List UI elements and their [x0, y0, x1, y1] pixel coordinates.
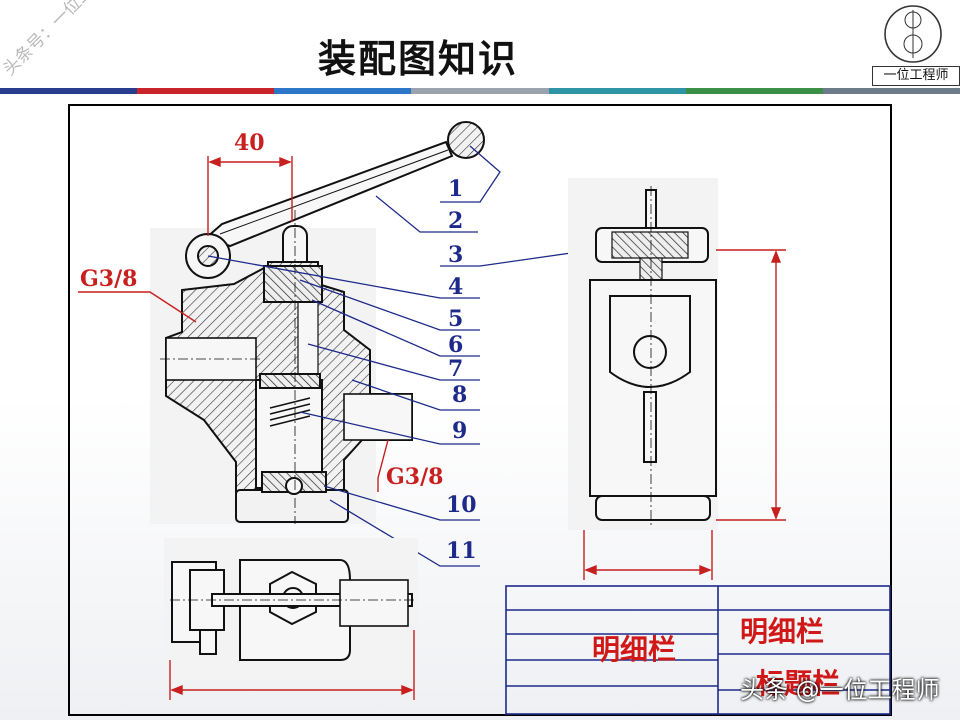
part-number-5: 5 [448, 306, 463, 332]
side-view [568, 178, 718, 530]
divider-segment [411, 88, 549, 94]
part-number-7: 7 [448, 356, 463, 382]
top-view-dimension [169, 630, 415, 700]
logo [884, 5, 942, 63]
logo-text: 一位工程师 [872, 66, 960, 86]
part-number-6: 6 [448, 332, 463, 358]
part-number-2: 2 [448, 208, 463, 234]
divider-segment [274, 88, 412, 94]
divider-segment [137, 88, 275, 94]
divider-segment [548, 88, 686, 94]
thread-label-top: G3/8 [80, 266, 137, 292]
part-number-3: 3 [448, 242, 463, 268]
divider-segment [822, 88, 960, 94]
detail-list-label-right: 明细栏 [740, 615, 825, 648]
part-number-11: 11 [446, 538, 477, 564]
thread-leaders [78, 291, 389, 492]
dimension-40-label: 40 [234, 130, 265, 156]
drawing-frame [68, 104, 892, 716]
title-divider [0, 88, 960, 94]
divider-segment [685, 88, 823, 94]
front-section-view [150, 121, 485, 524]
part-number-labels: 1 2 3 4 5 6 7 8 9 10 11 [446, 176, 477, 564]
watermark-bottom: 头条 @一位工程师 [740, 676, 940, 704]
divider-segment [0, 88, 138, 94]
page-title: 装配图知识 [318, 37, 519, 81]
dimension-40 [207, 156, 293, 236]
part-number-8: 8 [452, 382, 467, 408]
part-number-10: 10 [446, 492, 477, 518]
top-view [164, 538, 418, 680]
part-number-1: 1 [448, 176, 463, 202]
part-number-4: 4 [448, 274, 463, 300]
title-block-label: 标题栏 [756, 667, 841, 700]
detail-table [505, 585, 891, 715]
side-view-dimensions [583, 249, 786, 580]
detail-list-label-left: 明细栏 [592, 633, 677, 666]
part-leaders [207, 145, 649, 567]
part-number-9: 9 [452, 418, 467, 444]
thread-label-bottom: G3/8 [386, 464, 443, 490]
